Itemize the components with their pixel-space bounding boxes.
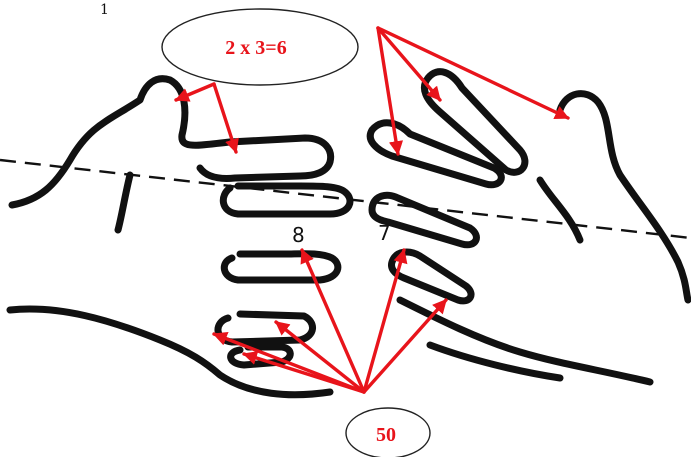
right-finger-2 [370, 123, 501, 185]
left-lower-hand-outline [10, 309, 330, 395]
dashed-divider-line [0, 160, 691, 238]
corner-mark: 1 [100, 2, 109, 18]
finger-digit-7: 7 [378, 221, 391, 245]
right-finger-4 [392, 252, 472, 301]
right-hand [370, 72, 688, 382]
right-wrist-outline [430, 345, 560, 378]
top-label-text: 2 x 3=6 [225, 37, 286, 59]
right-thumb-outline [560, 94, 688, 300]
right-palm-edge [540, 180, 580, 240]
bottom-label-text: 50 [376, 424, 396, 446]
left-finger-4 [231, 347, 291, 365]
finger-digit-8: 8 [292, 223, 305, 247]
left-finger-2 [224, 254, 338, 280]
left-palm-edge [118, 175, 130, 230]
left-finger-1 [223, 186, 350, 214]
